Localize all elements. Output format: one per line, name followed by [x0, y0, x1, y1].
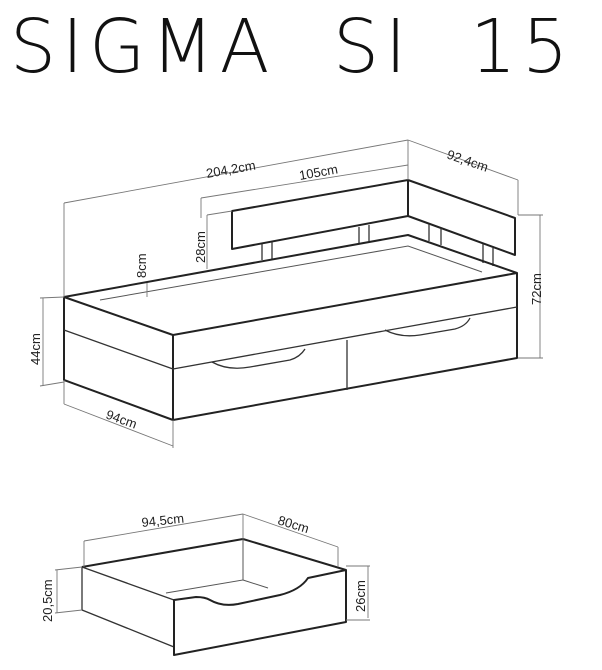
dim-drawer-side-height: 20,5cm [40, 579, 55, 622]
dim-drawer-length: 94,5cm [141, 511, 185, 530]
drawer-handle-right [384, 317, 471, 337]
dim-rail-height: 8cm [134, 253, 149, 278]
dim-drawer-front-height: 26cm [353, 580, 368, 612]
dim-headboard-depth: 92,4cm [445, 147, 490, 175]
dim-headboard-height: 28cm [193, 231, 208, 263]
drawer-drawing: 94,5cm 80cm 20,5cm 26cm [40, 511, 370, 656]
side-headboard-panel [407, 179, 516, 256]
back-headboard-panel [231, 179, 409, 250]
product-title: SIGMA SI 15 [10, 4, 575, 90]
bed-drawing: 204,2cm 105cm 92,4cm 72cm 28cm 8cm 44cm … [28, 139, 544, 448]
dim-drawer-depth: 80cm [276, 513, 311, 537]
drawer-front-panel [173, 569, 347, 656]
drawer-handle-left [211, 348, 306, 369]
dim-total-height: 72cm [529, 273, 544, 305]
drawer-side-panel [81, 566, 175, 648]
dim-bed-width: 94cm [104, 407, 139, 432]
dim-bed-height: 44cm [28, 333, 43, 365]
bed-frame-top [63, 234, 518, 336]
dim-headboard-length: 105cm [298, 161, 339, 183]
dim-total-length: 204,2cm [205, 158, 257, 181]
